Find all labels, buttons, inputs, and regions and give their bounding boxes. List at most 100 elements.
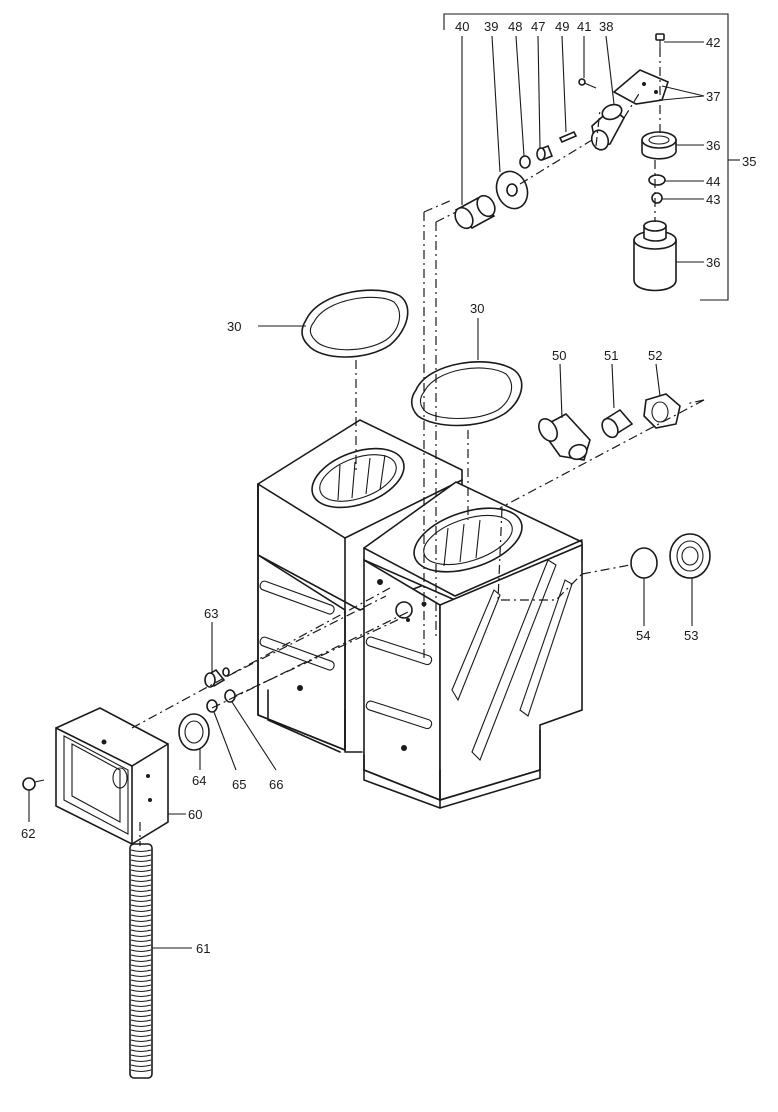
label-51: 51: [604, 348, 618, 363]
conduit-rib: [130, 1049, 152, 1053]
label-37: 37: [706, 89, 720, 104]
conduit-rib: [130, 894, 152, 898]
conduit-rib: [130, 859, 152, 863]
leader-lines: [28, 35, 705, 949]
conduit-rib: [130, 909, 152, 913]
conduit-61: [129, 843, 153, 1079]
label-63: 63: [204, 606, 218, 621]
label-66: 66: [269, 777, 283, 792]
label-39: 39: [484, 19, 498, 34]
conduit-rib: [130, 1054, 152, 1058]
plug-53: [669, 533, 711, 579]
conduit-rib: [130, 989, 152, 993]
label-48: 48: [508, 19, 522, 34]
conduit-rib: [130, 994, 152, 998]
label-54: 54: [636, 628, 650, 643]
conduit-rib: [130, 914, 152, 918]
part-labels: 40 39 48 47 49 41 38 42 37 36 35 44 43 3…: [21, 19, 756, 956]
bottle-36-lower: [633, 220, 677, 292]
conduit-rib: [130, 944, 152, 948]
conduit-rib: [130, 869, 152, 873]
label-60: 60: [188, 807, 202, 822]
conduit-rib: [130, 1014, 152, 1018]
conduit-rib: [130, 939, 152, 943]
label-40: 40: [455, 19, 469, 34]
conduit-rib: [130, 999, 152, 1003]
conduit-rib: [130, 1024, 152, 1028]
tank-body-right: [363, 481, 583, 809]
conduit-rib: [130, 949, 152, 953]
assembly-35-bracket: [443, 13, 740, 301]
gasket-30-right: [410, 361, 523, 427]
cap-36-upper: [641, 131, 677, 160]
conduit-rib: [130, 874, 152, 878]
conduit-rib: [130, 919, 152, 923]
conduit-rib: [130, 879, 152, 883]
label-35: 35: [742, 154, 756, 169]
label-62: 62: [21, 826, 35, 841]
label-50: 50: [552, 348, 566, 363]
label-30-left: 30: [227, 319, 241, 334]
conduit-rib: [130, 969, 152, 973]
label-65: 65: [232, 777, 246, 792]
conduit-rib: [130, 979, 152, 983]
gasket-30-left: [301, 289, 409, 358]
conduit-rib: [130, 924, 152, 928]
conduit-rib: [130, 934, 152, 938]
conduit-rib: [130, 904, 152, 908]
alignment-lines: [131, 48, 705, 846]
label-30-right: 30: [470, 301, 484, 316]
label-49: 49: [555, 19, 569, 34]
label-52: 52: [648, 348, 662, 363]
label-53: 53: [684, 628, 698, 643]
conduit-rib: [130, 1044, 152, 1048]
label-36-lower: 36: [706, 255, 720, 270]
screw-62: [22, 777, 45, 791]
conduit-rib: [130, 1029, 152, 1033]
conduit-rib: [130, 1069, 152, 1073]
label-41: 41: [577, 19, 591, 34]
label-38: 38: [599, 19, 613, 34]
conduit-rib: [130, 1059, 152, 1063]
conduit-rib: [130, 899, 152, 903]
label-36-upper: 36: [706, 138, 720, 153]
label-47: 47: [531, 19, 545, 34]
pin-49: [558, 130, 578, 144]
grommet-64: [178, 713, 210, 751]
bushing-51: [601, 408, 634, 439]
elbow-38: [590, 103, 626, 151]
part-47: [536, 144, 554, 162]
conduit-rib: [130, 884, 152, 888]
conduit-rib: [130, 1039, 152, 1043]
nut-43: [651, 192, 663, 204]
conduit-rib: [130, 929, 152, 933]
screw-42: [655, 33, 665, 48]
washer-66: [224, 689, 236, 703]
washer-44: [648, 174, 666, 186]
bracket-37: [612, 69, 669, 105]
label-44: 44: [706, 174, 720, 189]
label-42: 42: [706, 35, 720, 50]
conduit-rib: [130, 889, 152, 893]
label-43: 43: [706, 192, 720, 207]
ring-54: [630, 547, 658, 579]
conduit-rib: [130, 1009, 152, 1013]
conduit-rib: [130, 984, 152, 988]
tee-50: [538, 413, 591, 461]
conduit-rib: [130, 1019, 152, 1023]
conduit-rib: [130, 954, 152, 958]
connector-63: [204, 667, 230, 688]
conduit-rib: [130, 864, 152, 868]
conduit-rib: [130, 959, 152, 963]
conduit-rib: [130, 854, 152, 858]
conduit-rib: [130, 974, 152, 978]
nut-52: [643, 393, 681, 429]
conduit-rib: [130, 964, 152, 968]
conduit-rib: [130, 849, 152, 853]
flange-39: [495, 170, 529, 210]
junction-box-60: [55, 707, 169, 845]
part-48: [519, 155, 531, 169]
label-64: 64: [192, 773, 206, 788]
